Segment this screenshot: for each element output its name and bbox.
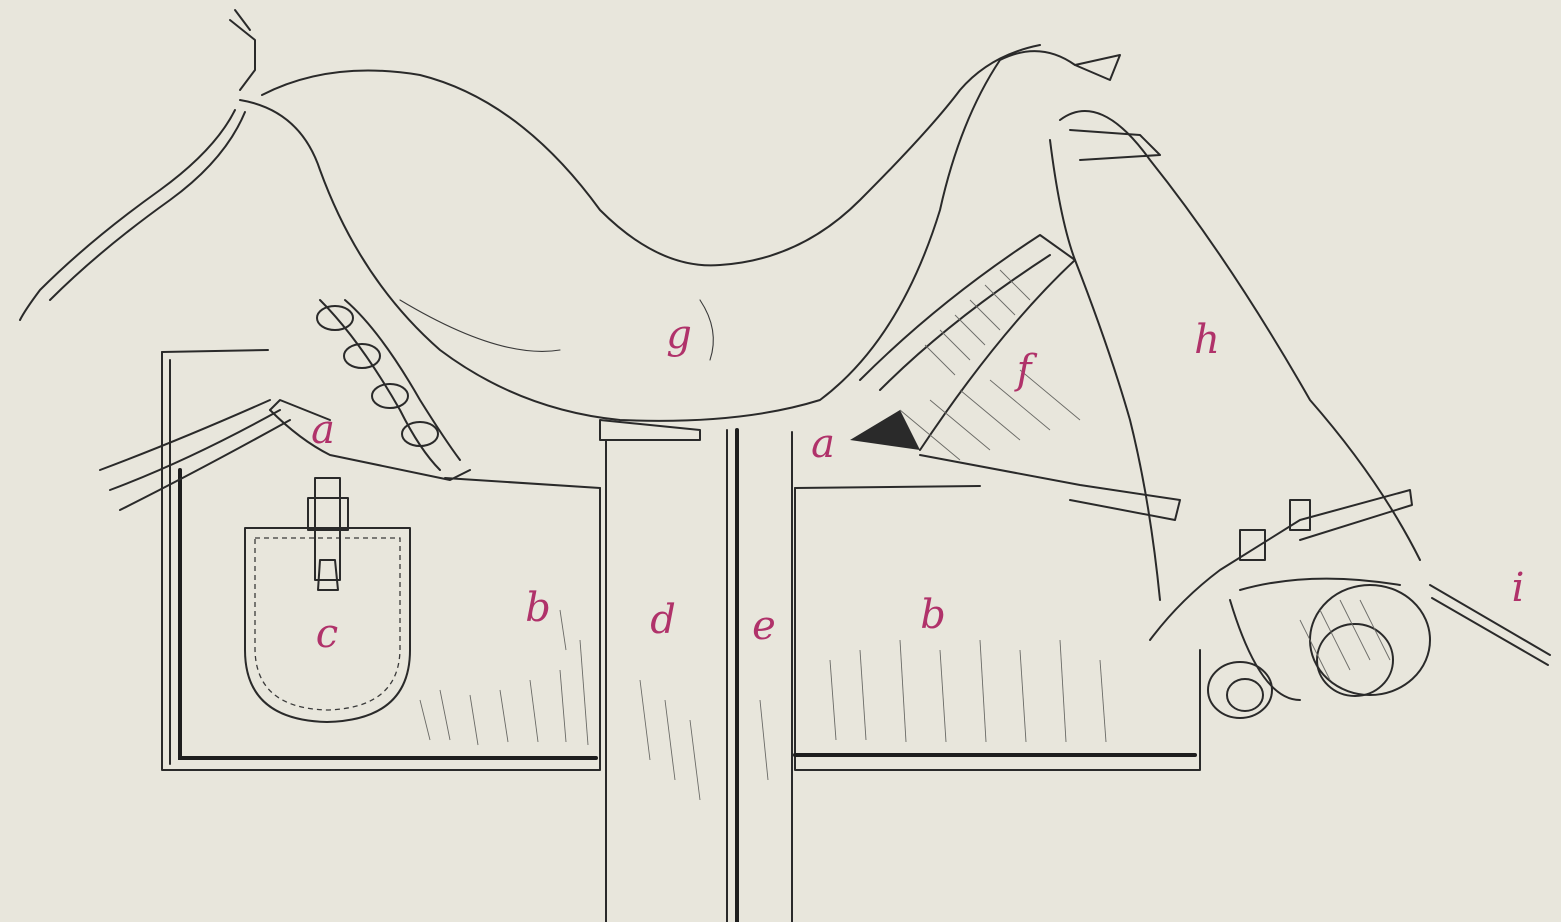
label-h: h: [1194, 320, 1220, 360]
right-flap: [795, 486, 1200, 770]
label-i: i: [1512, 568, 1525, 608]
label-g: g: [666, 315, 692, 355]
girth-straps: [606, 430, 792, 922]
rear-panel: [850, 235, 1180, 520]
label-d: d: [650, 600, 676, 640]
label-b-right: b: [920, 595, 946, 635]
rope: [20, 10, 290, 510]
label-b-left: b: [525, 588, 551, 628]
label-c: c: [316, 614, 338, 654]
rolled-blanket: [1050, 55, 1430, 718]
label-e: e: [752, 606, 776, 646]
strap-i: [1430, 585, 1550, 665]
left-flap: [162, 350, 600, 770]
right-flap-shading: [830, 640, 1106, 742]
pocket: [245, 478, 410, 722]
front-roll: [270, 300, 470, 480]
left-flap-shading: [420, 610, 588, 745]
seat-cover: [240, 45, 1075, 440]
label-a-right: a: [811, 424, 835, 464]
label-f: f: [1017, 350, 1032, 390]
label-a-left: a: [311, 410, 335, 450]
